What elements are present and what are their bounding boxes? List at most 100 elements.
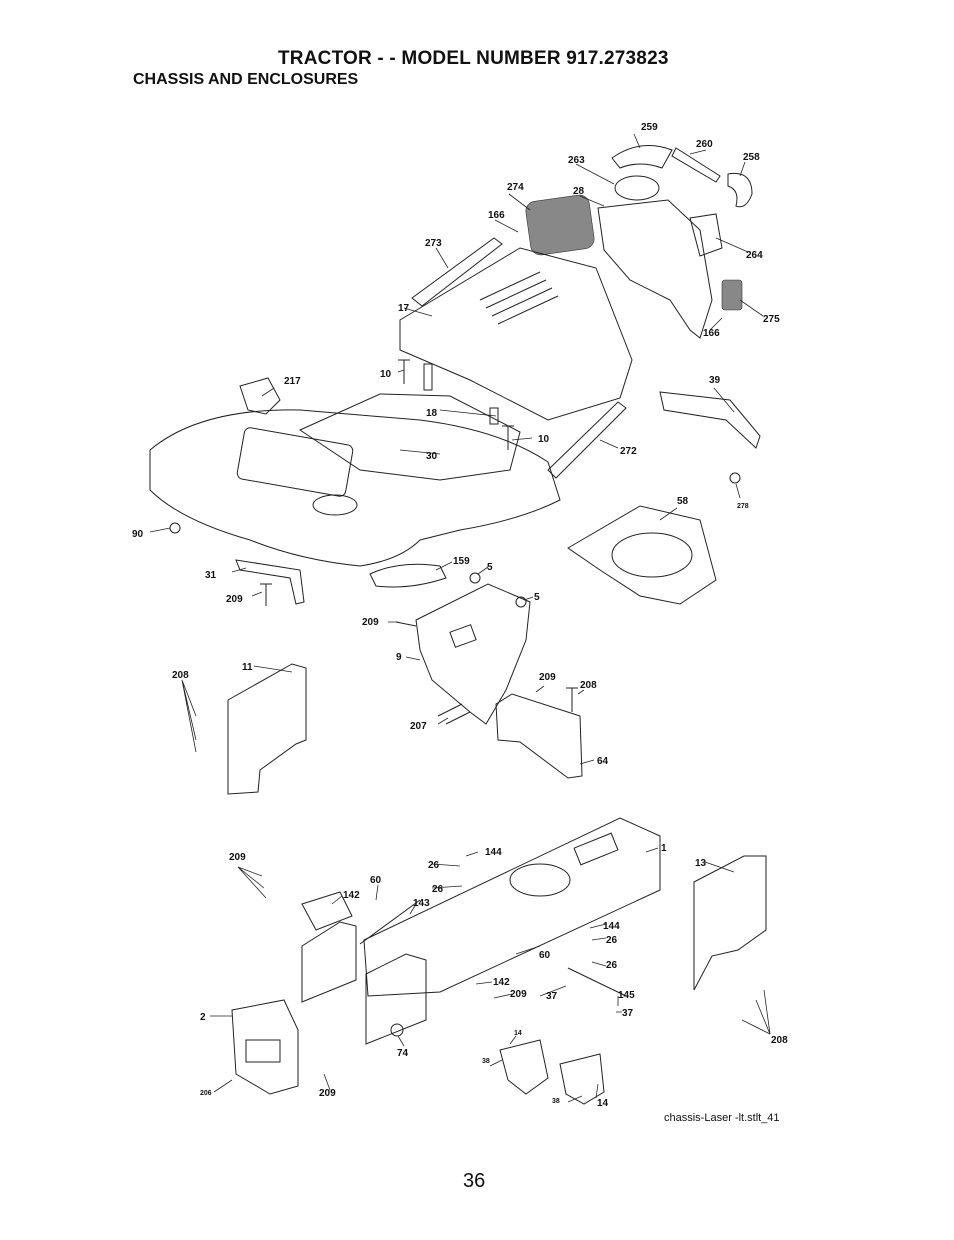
part-58-opening (611, 532, 693, 578)
part-273-strip (411, 237, 503, 307)
callout-10-b: 10 (538, 434, 550, 445)
part-209-bolt-c (395, 621, 417, 627)
callout-1: 1 (661, 843, 667, 854)
part-frame-front-plate (365, 953, 427, 1045)
part-209-bolt-a (260, 583, 272, 606)
callout-90: 90 (132, 529, 144, 540)
part-272-strip (547, 401, 627, 479)
part-11-side-panel (227, 663, 307, 795)
part-frame-left-plate (301, 921, 357, 1003)
callout-259: 259 (641, 122, 658, 133)
callout-144-b: 144 (603, 921, 620, 932)
callout-37-b: 37 (622, 1008, 634, 1019)
leader-lines (149, 133, 771, 1103)
callout-144-a: 144 (485, 847, 502, 858)
callout-209-c: 209 (539, 672, 556, 683)
section-subtitle: CHASSIS AND ENCLOSURES (133, 71, 359, 88)
part-13-side-panel (693, 855, 767, 991)
callout-26-a: 26 (428, 860, 440, 871)
callout-13: 13 (695, 858, 707, 869)
callout-14-a: 14 (514, 1030, 522, 1037)
part-64-bracket (495, 693, 583, 779)
part-258-knob (727, 172, 753, 208)
part-hood-vents (479, 271, 559, 325)
callout-278: 278 (737, 503, 749, 510)
part-274-grille (525, 194, 595, 256)
part-275-vent (721, 279, 743, 311)
callout-5-a: 5 (487, 562, 493, 573)
callout-26-b: 26 (432, 884, 444, 895)
callout-209-d: 209 (229, 852, 246, 863)
page-number: 36 (463, 1170, 486, 1192)
part-1-frame (363, 817, 661, 997)
callout-60-a: 60 (370, 875, 382, 886)
part-10-bolt (398, 359, 514, 450)
part-90-nut (169, 522, 181, 534)
callout-159: 159 (453, 556, 470, 567)
part-58-panel (567, 505, 717, 605)
part-fender-pan (149, 409, 561, 567)
part-5-nut-b (515, 596, 527, 608)
part-2-front-bumper (231, 999, 299, 1095)
callout-209-a: 209 (226, 594, 243, 605)
part-142-pulley (301, 891, 353, 931)
callout-38-b: 38 (552, 1098, 560, 1105)
callout-74: 74 (397, 1048, 409, 1059)
part-145-rod (567, 967, 627, 997)
callout-209-b: 209 (362, 617, 379, 628)
callout-264: 264 (746, 250, 763, 261)
page-title: TRACTOR - - MODEL NUMBER 917.273823 (278, 48, 669, 69)
callout-208-c: 208 (771, 1035, 788, 1046)
callout-143: 143 (413, 898, 430, 909)
part-259-dash-cover (611, 145, 673, 169)
callout-11: 11 (242, 662, 253, 673)
part-207-bolt (437, 703, 471, 725)
part-143-rod (359, 899, 421, 945)
part-18-clip (423, 363, 499, 425)
callout-209-e: 209 (510, 989, 527, 1000)
callout-37-a: 37 (546, 991, 558, 1002)
part-260-bracket (671, 147, 721, 183)
part-38-bracket-b (559, 1053, 605, 1105)
part-cupholder (312, 494, 358, 516)
drawing-code: chassis-Laser -lt.stlt_41 (664, 1112, 780, 1124)
callout-39: 39 (709, 375, 721, 386)
part-31-bracket (235, 559, 305, 605)
part-278-bolt (729, 472, 741, 484)
callout-273: 273 (425, 238, 442, 249)
callout-58: 58 (677, 496, 689, 507)
part-159-cupholder (369, 563, 447, 588)
callout-18: 18 (426, 408, 438, 419)
callout-207: 207 (410, 721, 427, 732)
part-9-dash-panel (415, 583, 531, 725)
callout-208-b: 208 (580, 680, 597, 691)
callout-38-a: 38 (482, 1058, 490, 1065)
part-frame-opening (509, 863, 571, 897)
callout-272: 272 (620, 446, 637, 457)
part-38-bracket-a (499, 1039, 549, 1095)
callout-260: 260 (696, 139, 713, 150)
callout-145: 145 (618, 990, 635, 1001)
callout-166-a: 166 (488, 210, 505, 221)
callout-31: 31 (205, 570, 217, 581)
part-74-nut (390, 1023, 404, 1037)
callout-17: 17 (398, 303, 410, 314)
callout-275: 275 (763, 314, 780, 325)
callout-274: 274 (507, 182, 524, 193)
part-217-lever (239, 377, 281, 415)
callout-142-a: 142 (343, 890, 360, 901)
callout-14-b: 14 (597, 1098, 609, 1109)
callout-142-b: 142 (493, 977, 510, 988)
part-5-nut-a (469, 572, 481, 584)
callout-26-d: 26 (606, 960, 618, 971)
part-9-slot (449, 624, 477, 648)
part-17-hood (399, 247, 633, 421)
callout-2: 2 (200, 1012, 206, 1023)
callout-64: 64 (597, 756, 609, 767)
callout-258: 258 (743, 152, 760, 163)
part-263-gauge (614, 175, 660, 201)
callout-206: 206 (200, 1090, 212, 1097)
part-264-cap (689, 213, 723, 257)
callout-60-b: 60 (539, 950, 551, 961)
